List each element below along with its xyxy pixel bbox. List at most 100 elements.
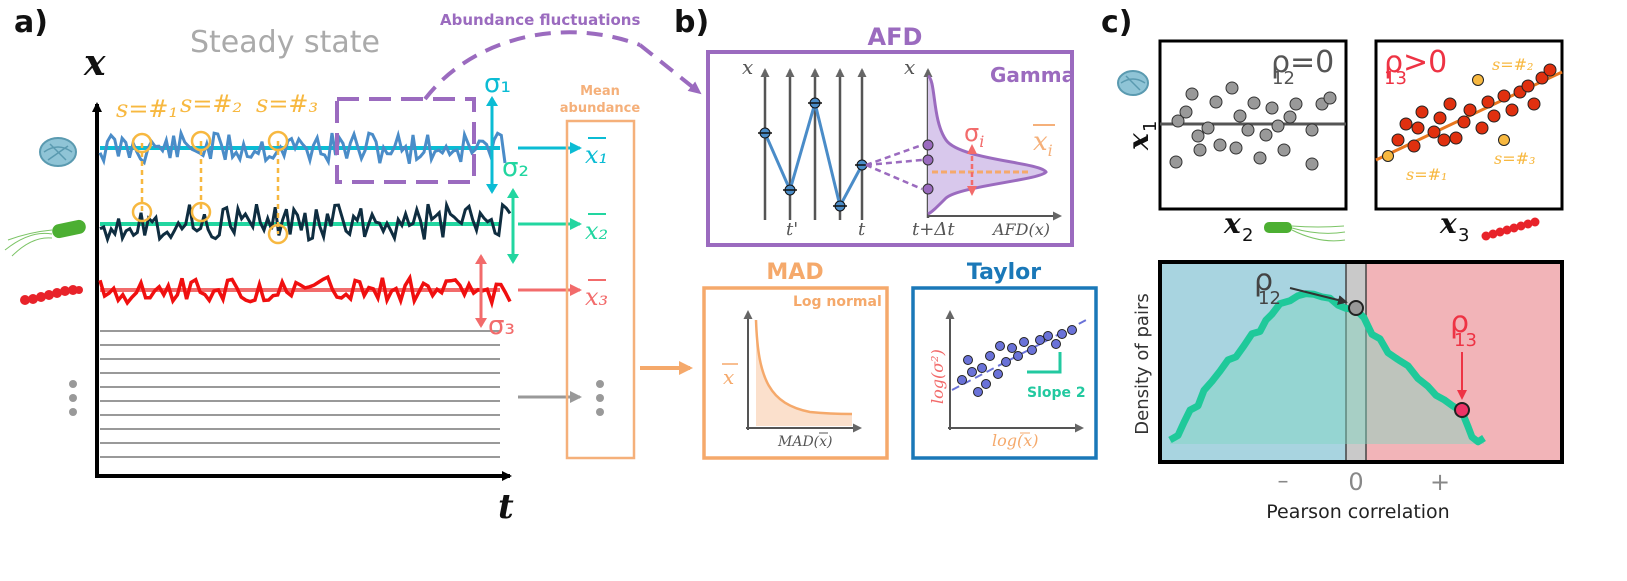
svg-text:1: 1 [1140, 121, 1161, 132]
taylor-point [981, 379, 991, 389]
taylor-point [1007, 343, 1017, 353]
scatter-point [1209, 95, 1223, 109]
taylor-point [1051, 339, 1061, 349]
scatter-sample-1: s=#₁ [1406, 165, 1447, 184]
panel-c: c) ρ=0 12 ρ>0 13 s=#₁ s=#₂ s=#₃ x 1 x 2 … [1101, 5, 1564, 523]
scatter-point [1437, 133, 1451, 147]
svg-text:2: 2 [1242, 225, 1253, 246]
scatter-point [1475, 121, 1489, 135]
scatter-2-points [1391, 63, 1557, 153]
scatter-point [1225, 81, 1239, 95]
rho13-marker [1454, 402, 1470, 418]
t-prime-label: t' [786, 219, 798, 240]
scatter-y-label: x 1 [1122, 121, 1161, 151]
taylor-point [1035, 335, 1045, 345]
scatter-point [1229, 141, 1243, 155]
scatter-2-x-label: x 3 [1439, 207, 1469, 246]
series-species-3 [98, 273, 512, 309]
afd-trajectory [763, 97, 864, 211]
scatter-point [1171, 114, 1185, 128]
scatter-point [1265, 101, 1279, 115]
sigma-label-1: σ₁ [484, 69, 511, 99]
projection-dashes [865, 143, 923, 191]
scatter-sample-3: s=#₃ [1494, 149, 1535, 168]
scatter-point [1253, 151, 1267, 165]
scatter-point [1247, 96, 1261, 110]
slope-label: Slope 2 [1027, 385, 1086, 401]
tick-minus: – [1278, 469, 1289, 494]
density-x-label: Pearson correlation [1266, 501, 1449, 523]
svg-text:log(x): log(x) [992, 431, 1039, 450]
slope-bracket [1027, 352, 1062, 374]
fluctuation-arrow-head-line [638, 43, 702, 95]
taylor-point [973, 387, 983, 397]
scatter-point [1457, 115, 1471, 129]
panel-b-label: b) [674, 5, 709, 40]
mad-box [702, 286, 889, 460]
other-species-lines [100, 330, 500, 458]
mean-value-1: x₁ [585, 137, 608, 169]
scatter-point [1415, 105, 1429, 119]
gamma-curve [926, 74, 1048, 216]
mad-y-label: x [722, 363, 738, 389]
svg-text:x₁: x₁ [585, 141, 608, 169]
rho12-marker [1348, 300, 1364, 316]
scatter-point [1391, 133, 1405, 147]
density-fill [1170, 293, 1484, 444]
panel-a: a) Steady state x t [4, 5, 702, 527]
svg-text:MAD(x): MAD(x) [777, 434, 833, 450]
svg-text:x: x [723, 365, 734, 389]
mad-curve [754, 319, 853, 416]
gamma-points [922, 139, 934, 195]
scatter-point [1277, 143, 1291, 157]
scatter-point [1443, 97, 1457, 111]
scatter-point [1233, 109, 1247, 123]
scatter-point [1241, 123, 1255, 137]
mean-abundance-label-2: abundance [560, 101, 641, 116]
afd-x-axis-label: AFD(x) [991, 220, 1050, 239]
panel-a-label: a) [14, 5, 48, 40]
scatter-species-3-icon [1481, 217, 1540, 241]
taylor-point [995, 341, 1005, 351]
scatter-point [1289, 97, 1303, 111]
taylor-point [963, 355, 973, 365]
scatter-point [1463, 103, 1477, 117]
gamma-label: Gamma [990, 63, 1075, 87]
scatter-sample-2: s=#₂ [1492, 55, 1533, 74]
svg-text:3: 3 [1458, 225, 1469, 246]
rho13-eq-sub: 13 [1384, 68, 1407, 89]
sigma-label-3: σ₃ [488, 311, 515, 341]
taylor-point [1043, 331, 1053, 341]
scatter-point [1521, 79, 1535, 93]
panel-c-label: c) [1101, 5, 1133, 40]
taylor-point [993, 369, 1003, 379]
mad-title: MAD [766, 260, 823, 285]
time-axes [760, 68, 867, 220]
scatter-point [1481, 95, 1495, 109]
scatter-point [1213, 138, 1227, 152]
scatter-point [1427, 125, 1441, 139]
taylor-points [957, 325, 1077, 397]
scatter-species-2-icon [1264, 222, 1346, 242]
series-species-1 [98, 127, 507, 167]
taylor-title: Taylor [967, 260, 1041, 285]
scatter-point [1407, 139, 1421, 153]
scatter-point [1201, 121, 1215, 135]
scatter-point [1271, 119, 1285, 133]
scatter-point [1185, 87, 1199, 101]
scatter-point [1497, 89, 1511, 103]
rho12-eq-label: ρ=0 [1271, 45, 1334, 80]
scatter-1-x-label: x 2 [1223, 207, 1253, 246]
svg-text:x₂: x₂ [585, 217, 608, 245]
sigma-label-2: σ₂ [502, 153, 529, 183]
sample-label-2: s=#₂ [180, 90, 242, 118]
axis-x-label: t [498, 487, 514, 527]
scatter-point [1505, 103, 1519, 117]
t-plus-dt-label: t+Δt [912, 219, 955, 240]
rho13-label: ρ [1450, 305, 1469, 340]
scatter-point [1543, 63, 1557, 77]
scatter-point [1399, 117, 1413, 131]
scatter-point [1259, 128, 1273, 142]
scatter-point [1449, 131, 1463, 145]
